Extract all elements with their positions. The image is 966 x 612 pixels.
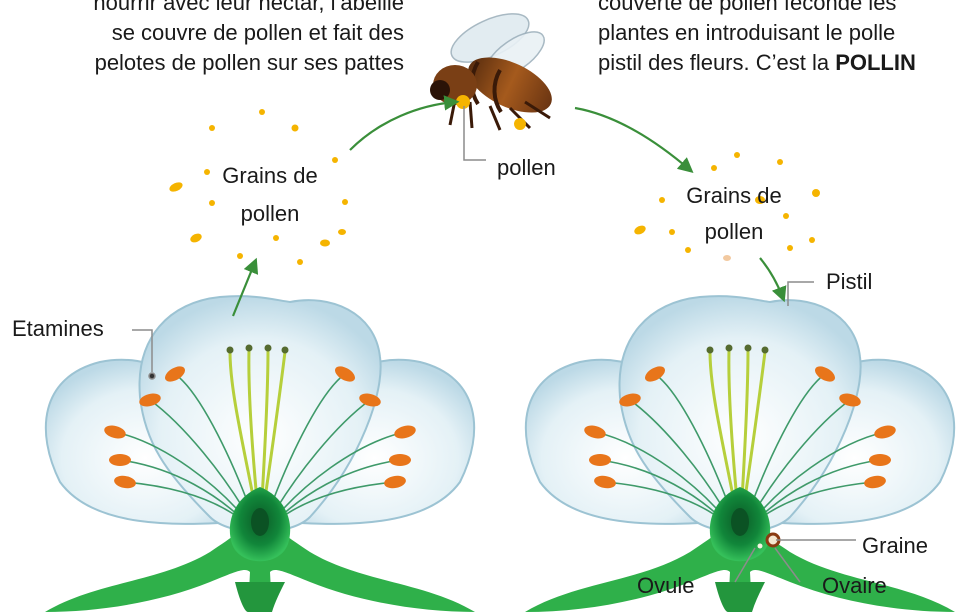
- left-paragraph: nourrir avec leur nectar, l’abeille se c…: [0, 0, 404, 78]
- grains-right-line-1: Grains de: [664, 183, 804, 209]
- grains-left-line-2: pollen: [200, 201, 340, 227]
- right-paragraph-line-3-text: pistil des fleurs. C’est la: [598, 50, 835, 75]
- etamines-label: Etamines: [12, 316, 104, 342]
- pistil-label: Pistil: [826, 269, 872, 295]
- right-paragraph-line-3: pistil des fleurs. C’est la POLLIN: [598, 48, 916, 78]
- right-paragraph-line-2: plantes en introduisant le polle: [598, 18, 895, 48]
- pollination-word: POLLIN: [835, 50, 916, 75]
- graine-label: Graine: [862, 533, 928, 559]
- flower-right: [525, 296, 955, 612]
- flower-left: [45, 296, 475, 612]
- bee-illustration: [430, 4, 560, 130]
- right-paragraph-line-1: couverte de pollen féconde les: [598, 0, 896, 18]
- grains-left-line-1: Grains de: [200, 163, 340, 189]
- ovule-label: Ovule: [637, 573, 694, 599]
- ovaire-label: Ovaire: [822, 573, 887, 599]
- bee-pollen-label: pollen: [497, 155, 556, 181]
- grains-right-line-2: pollen: [664, 219, 804, 245]
